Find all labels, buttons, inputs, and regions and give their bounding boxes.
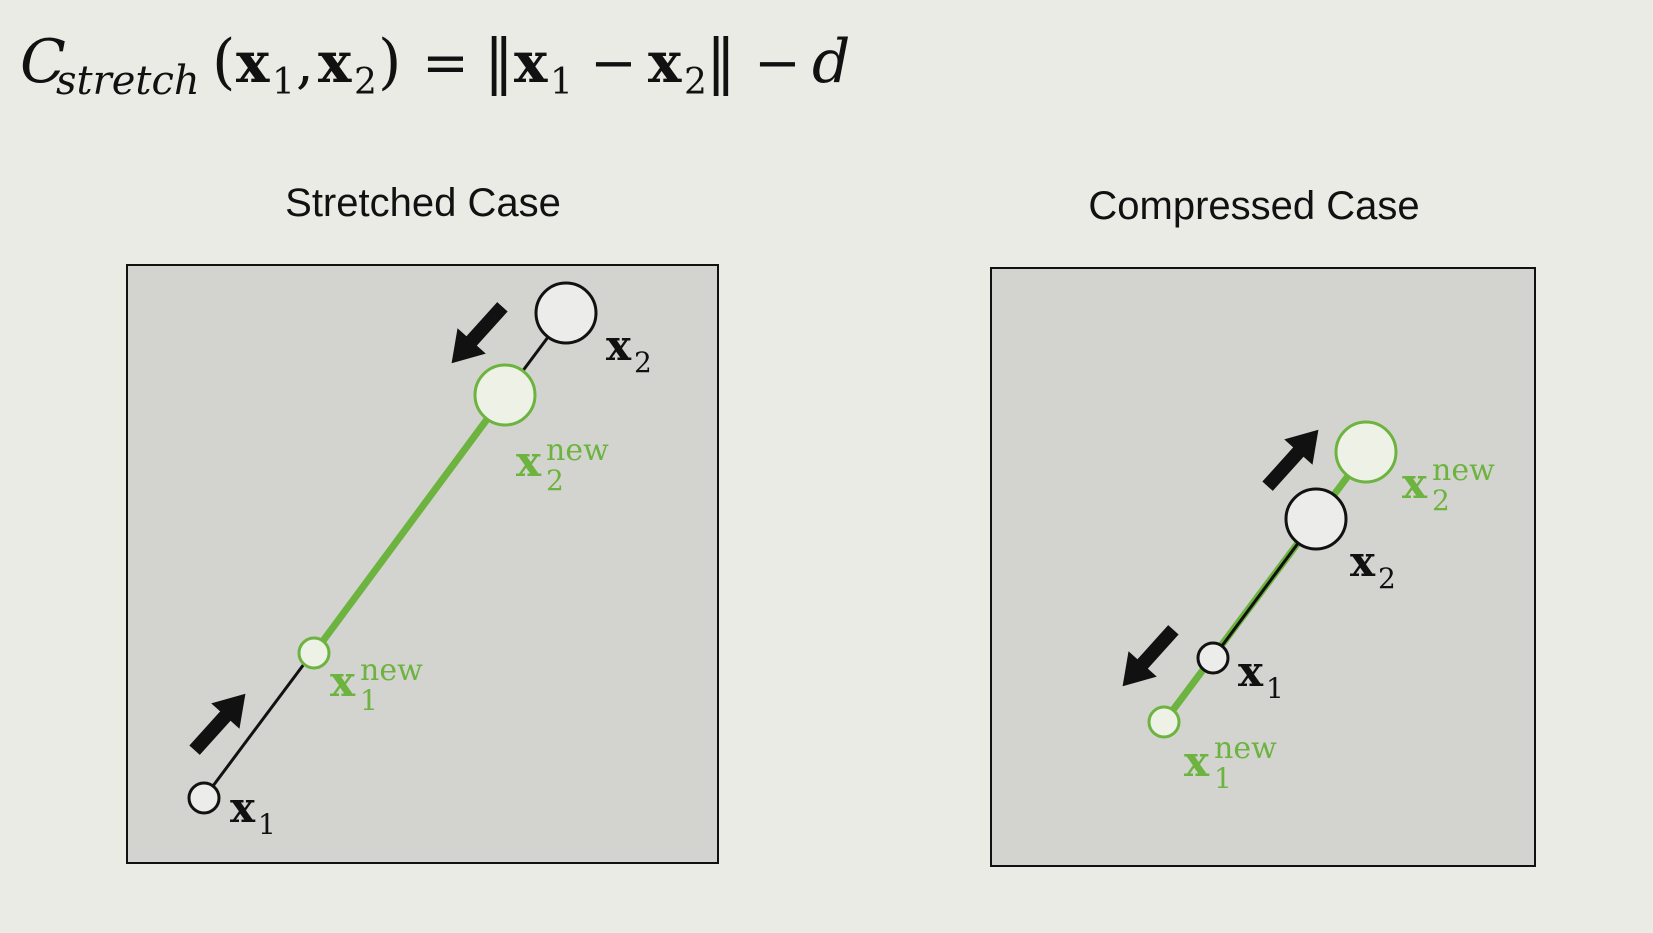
compressed-x1-new-node (1147, 705, 1181, 739)
compressed-x2-new-label-base: x (1402, 459, 1428, 508)
compressed-x2-correction-arrow (1262, 429, 1319, 491)
formula-minus-2: − (754, 31, 801, 96)
stretched-case-panel: x 1 x 2 x new 1 x new 2 (126, 264, 719, 864)
stretched-x2-new-label-base: x (516, 437, 542, 486)
formula-norm-close: ‖ (706, 27, 736, 97)
compressed-x2-label: x 2 (1350, 537, 1396, 595)
compressed-x2-new-label-sub: 2 (1432, 484, 1450, 517)
stretched-x1-new-label: x new 1 (330, 653, 423, 717)
stretched-x1-label: x 1 (230, 783, 276, 841)
compressed-panel-box (990, 267, 1536, 867)
stretched-x2-new-label: x new 2 (516, 433, 609, 497)
formula-equals: = (422, 31, 469, 96)
compressed-x1-new-label-base: x (1184, 737, 1210, 786)
formula-arg2-sub: 2 (354, 62, 377, 103)
stretched-x2-new-label-sub: 2 (546, 464, 564, 497)
formula-rhs-x2: x (648, 30, 682, 96)
compressed-x2-label-sub: 2 (1378, 562, 1396, 595)
compressed-x1-node (1196, 641, 1230, 675)
compressed-case-panel: x 1 x 2 x new 1 x new 2 (990, 267, 1536, 867)
stretched-x2-label: x 2 (606, 321, 652, 379)
formula-comma: , (296, 31, 314, 96)
stretched-x1-correction-arrow (189, 693, 246, 755)
stretched-x1-new-label-sup: new (360, 653, 423, 688)
compressed-x2-new-label: x new 2 (1402, 453, 1495, 517)
formula-lhs-subscript: stretch (56, 58, 200, 104)
stretched-x1-label-sub: 1 (258, 808, 276, 841)
formula-rest-length: d (812, 27, 850, 97)
stretch-constraint-formula: C stretch ( x 1 , x 2 ) = ‖ x 1 − x 2 ‖ … (20, 27, 850, 104)
formula-rhs-x1: x (514, 30, 548, 96)
stretched-x1-label-base: x (230, 783, 256, 832)
compressed-x2-label-base: x (1350, 537, 1376, 586)
stretched-panel-box (126, 264, 719, 864)
stretched-x2-label-sub: 2 (634, 346, 652, 379)
formula-rhs-x1-sub: 1 (550, 62, 573, 103)
stretched-x1-new-node (297, 636, 331, 670)
formula-arg1-sub: 1 (272, 62, 295, 103)
stretched-x1-new-label-base: x (330, 657, 356, 706)
formula-arg1: x (236, 30, 270, 96)
formula-arg2: x (318, 30, 352, 96)
stretched-x2-label-base: x (606, 321, 632, 370)
stretched-x1-node (187, 781, 221, 815)
stretched-x2-correction-arrow (451, 302, 508, 364)
compressed-x1-label-base: x (1238, 647, 1264, 696)
stretched-x2-node (534, 281, 598, 345)
stretched-x2-new-label-sup: new (546, 433, 609, 468)
compressed-case-title: Compressed Case (1088, 184, 1419, 228)
stretched-x2-new-node (473, 363, 537, 427)
compressed-x2-node (1284, 487, 1348, 551)
formula-rhs-x2-sub: 2 (684, 62, 707, 103)
formula-minus: − (590, 31, 637, 96)
formula-norm-open: ‖ (484, 27, 514, 97)
formula-lhs-symbol: C (20, 27, 66, 97)
compressed-x2-new-label-sup: new (1432, 453, 1495, 488)
compressed-x1-new-label: x new 1 (1184, 731, 1277, 795)
formula-paren-close: ) (378, 27, 401, 97)
compressed-x1-label-sub: 1 (1266, 672, 1284, 705)
compressed-x1-correction-arrow (1122, 625, 1179, 687)
formula-paren-open: ( (212, 27, 235, 97)
stretched-x1-new-label-sub: 1 (360, 684, 378, 717)
compressed-x1-label: x 1 (1238, 647, 1284, 705)
compressed-x1-new-label-sub: 1 (1214, 762, 1232, 795)
stretched-case-title: Stretched Case (285, 181, 561, 225)
compressed-x1-new-label-sup: new (1214, 731, 1277, 766)
stretched-projected-edge (311, 392, 508, 656)
compressed-x2-new-node (1334, 420, 1398, 484)
